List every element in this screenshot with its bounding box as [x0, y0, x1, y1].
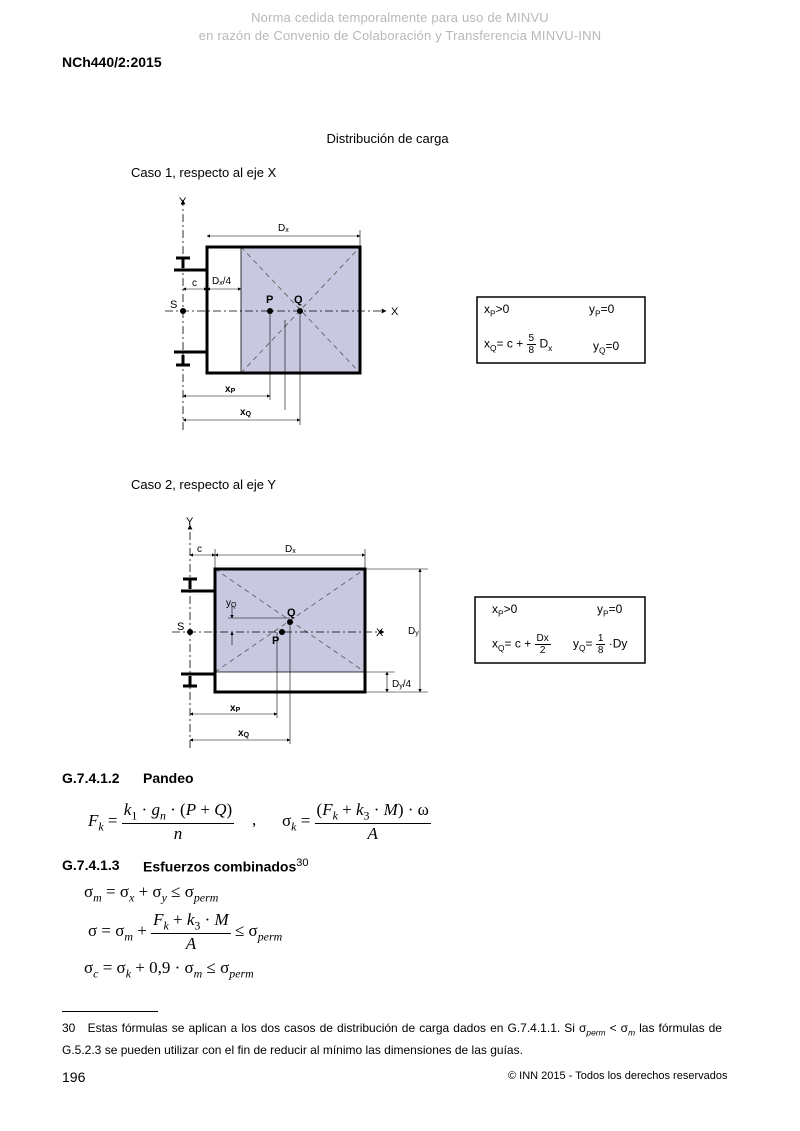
svg-text:Dy/4: Dy/4 [392, 679, 412, 690]
svg-text:Q: Q [287, 607, 296, 619]
case2-diagram: Y X S Q P yQ c Dx Dy [172, 516, 646, 748]
svg-text:Dy: Dy [408, 626, 419, 637]
case1-box-xp: xP>0 [484, 302, 510, 319]
footnote-ref[interactable]: 30 [296, 857, 309, 869]
svg-text:X: X [376, 627, 384, 639]
svg-text:xQ: xQ [238, 728, 250, 739]
case1-result-box [476, 296, 646, 364]
case2-box-xp: xP>0 [492, 602, 518, 619]
svg-text:xP: xP [230, 703, 241, 714]
watermark-line-2: en razón de Convenio de Colaboración y T… [198, 28, 602, 43]
formula-fk: Fk = k1 · gn · (P + Q)n [88, 800, 235, 844]
copyright: © INN 2015 - Todos los derechos reservad… [508, 1070, 728, 1082]
svg-text:xQ: xQ [240, 407, 252, 418]
formula-sigma-m: σm = σx + σy ≤ σperm [84, 882, 219, 905]
svg-text:c: c [197, 544, 202, 555]
svg-text:yQ: yQ [226, 598, 237, 609]
svg-text:c: c [192, 278, 197, 289]
case2-box-yp: yP=0 [597, 602, 623, 619]
case1-caption: Caso 1, respecto al eje X [131, 165, 277, 180]
formula-separator: , [252, 810, 257, 829]
svg-text:xP: xP [225, 384, 236, 395]
section-title-pandeo: Pandeo [143, 770, 194, 786]
footnote-number: 30 [62, 1021, 76, 1035]
svg-text:Y: Y [186, 516, 194, 528]
case1-diagram: Y X S P Q Dx Dx/4 c xP xQ [165, 196, 646, 430]
figure-title: Distribución de carga [326, 131, 449, 146]
case1-car-frame [205, 245, 362, 375]
svg-text:P: P [266, 294, 273, 306]
case2-result-box [474, 596, 646, 664]
section-number-pandeo: G.7.4.1.2 [62, 770, 120, 786]
case1-s-label: S [170, 299, 177, 311]
footnote-30: 30 Estas fórmulas se aplican a los dos c… [62, 1021, 722, 1058]
svg-text:Dx/4: Dx/4 [212, 276, 232, 287]
formula-sigma-c: σc = σk + 0,9 · σm ≤ σperm [84, 958, 254, 981]
svg-text:P: P [272, 635, 279, 647]
standard-code: NCh440/2:2015 [62, 54, 162, 70]
svg-text:S: S [177, 621, 184, 633]
section-number-esfuerzos: G.7.4.1.3 [62, 857, 120, 873]
footnote-divider [62, 1011, 158, 1012]
page-number: 196 [62, 1069, 86, 1085]
svg-text:Dx: Dx [285, 544, 296, 555]
case1-y-label: Y [179, 196, 187, 208]
case1-box-yp: yP=0 [589, 302, 615, 319]
svg-text:Dx: Dx [278, 223, 289, 234]
case1-x-label: X [391, 306, 399, 318]
case1-box-yq: yQ=0 [593, 339, 620, 356]
svg-text:Q: Q [294, 294, 303, 306]
case2-point-p [279, 629, 285, 635]
case2-caption: Caso 2, respecto al eje Y [131, 477, 277, 492]
watermark-line-1: Norma cedida temporalmente para uso de M… [251, 10, 549, 25]
section-title-esfuerzos: Esfuerzos combinados30 [143, 857, 309, 875]
